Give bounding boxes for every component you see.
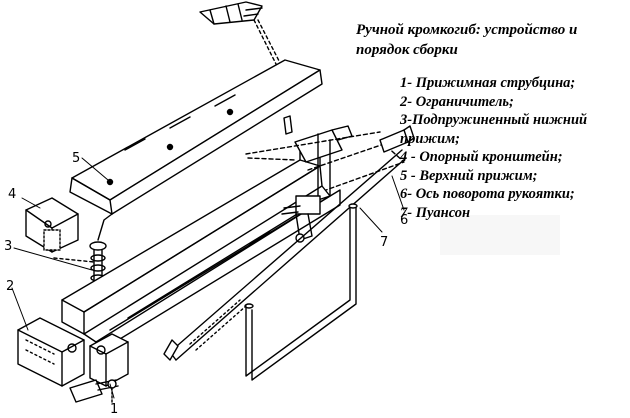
parts-legend: 1- Прижимная струбцина; 2- Ограничитель;… [400,74,620,222]
stop-limiter [17,317,85,387]
legend-item-7: 7- Пуансон [400,204,471,221]
callout-6: 6 [400,213,408,228]
legend-item-6: 6- Ось поворота рукоятки; [400,186,575,202]
support-bracket-left [25,197,79,253]
legend-item-3: 3-Подпружиненный нижний прижим; [400,112,588,147]
callout-7: 7 [380,235,388,250]
legend-item-1: 1- Прижимная струбцина; [400,75,576,91]
punch-frame [163,125,415,381]
callout-3: 3 [4,239,12,254]
dowel-pin [283,115,293,135]
handle-pivot-assembly [247,125,353,243]
callout-leaders [11,157,405,399]
upper-clamp-bar [69,59,323,241]
legend-item-5: 5 - Верхний прижим; [400,167,538,184]
callout-2: 2 [6,279,14,294]
callout-4: 4 [8,187,16,202]
callout-5: 5 [72,151,80,166]
base-channel [61,147,341,346]
background-smudge [440,215,560,255]
diagram-title: Ручной кромкогиб: устройство и порядок с… [356,22,578,58]
legend-item-4: 4 - Опорный кронштейн; [400,149,563,165]
callout-1: 1 [110,402,118,417]
legend-item-2: 2- Ограничитель; [400,93,514,110]
clamp-vise [69,333,129,403]
spring-lower-clamp [53,241,107,293]
